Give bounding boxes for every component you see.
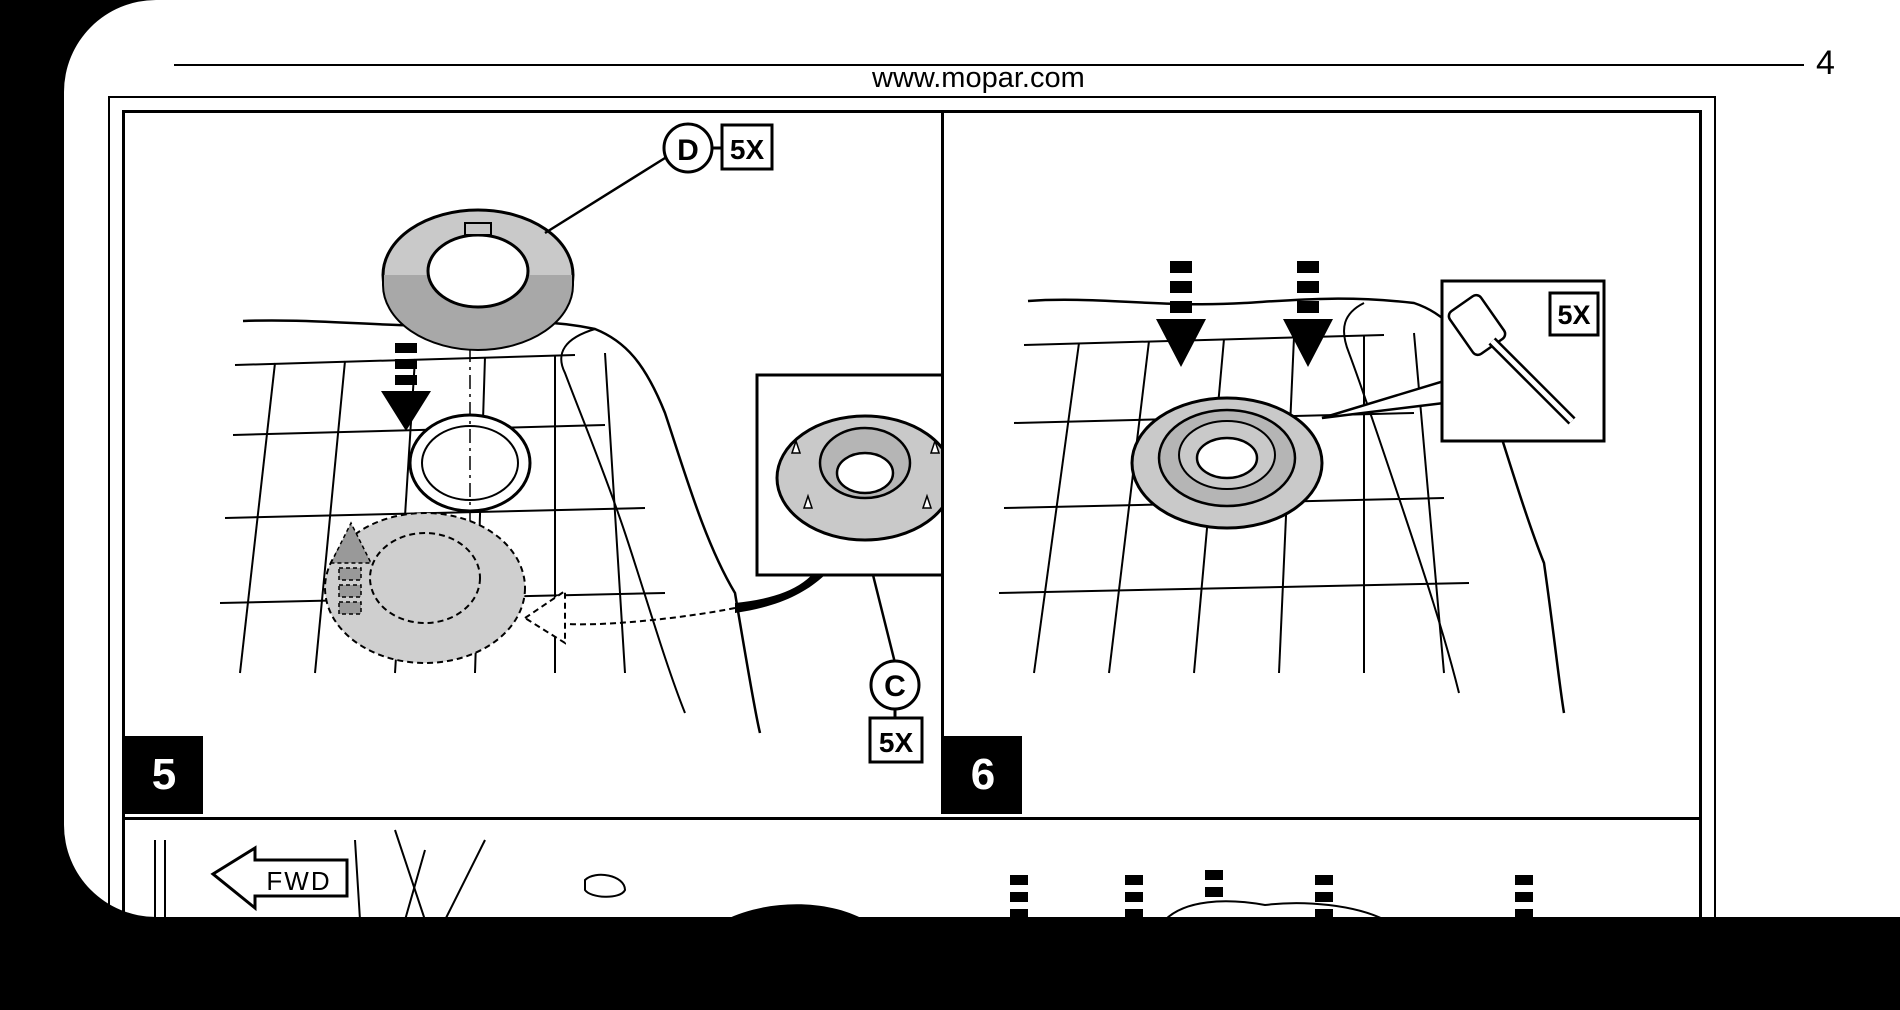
header-rule (174, 64, 1804, 66)
callout-d-quantity: 5X (730, 134, 765, 165)
callout-c-letter: C (884, 670, 906, 703)
step-5-panel: D 5X C 5X (125, 113, 944, 814)
step-5-illustration: D 5X C 5X (219, 122, 941, 764)
fwd-label: FWD (266, 866, 331, 896)
step-5-badge: 5 (125, 736, 203, 814)
installed-retainer-assembly (1130, 396, 1324, 530)
site-url[interactable]: www.mopar.com (872, 62, 1085, 94)
step-6-badge: 6 (944, 736, 1022, 814)
mallet-quantity: 5X (1557, 300, 1590, 330)
dashed-arrows-icon (1010, 870, 1533, 919)
retainer-d-part (381, 208, 575, 351)
down-arrow-icon (381, 343, 431, 431)
press-arrows-icon (1156, 261, 1333, 367)
clip-c-part (775, 414, 941, 542)
up-arrow-icon (329, 521, 373, 615)
step-6-panel: 5X 6 (944, 113, 1699, 814)
callout-c-quantity: 5X (879, 727, 914, 758)
fwd-arrow-icon: FWD (210, 845, 349, 912)
step-7-panel: FWD (125, 817, 1699, 920)
callout-d-letter: D (677, 134, 699, 167)
rubber-mallet-icon (1447, 293, 1576, 425)
page-number: 4 (1816, 44, 1835, 82)
step-6-illustration: 5X (998, 261, 1606, 714)
step-7-illustration: FWD (154, 829, 1533, 920)
